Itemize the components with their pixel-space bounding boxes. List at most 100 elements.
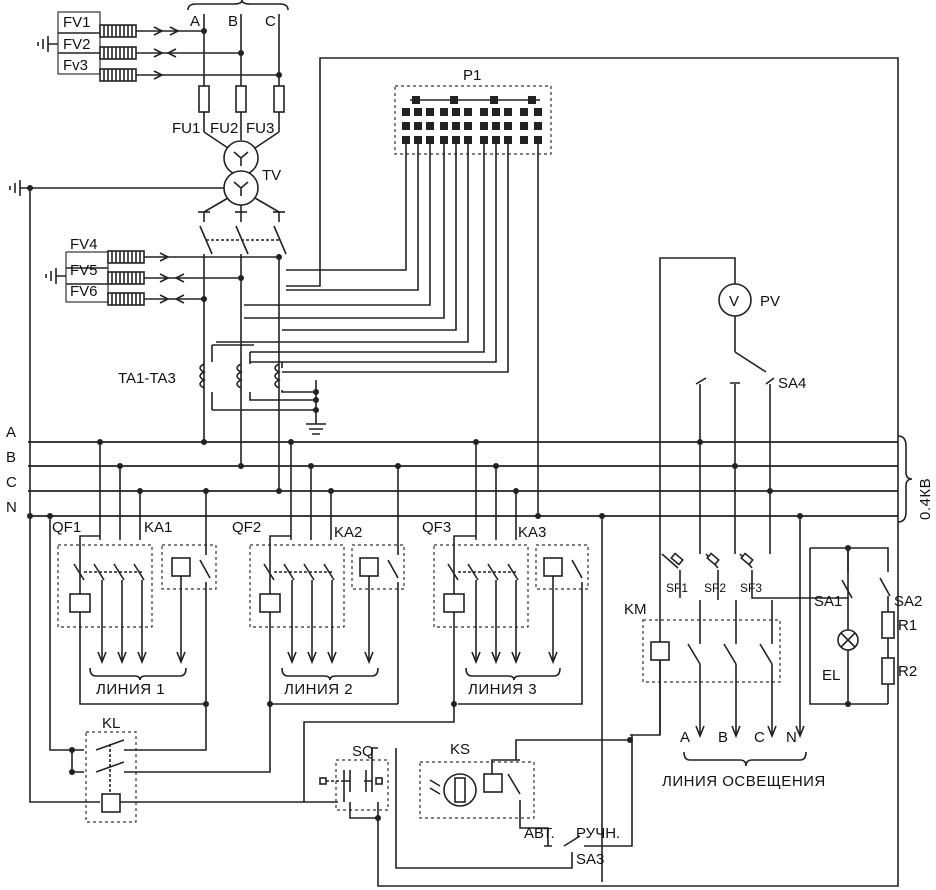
sa1-label: SA1	[814, 593, 842, 610]
surge-arresters-top	[37, 11, 282, 82]
pv-label: PV	[760, 293, 780, 310]
phase-a-top-label: A	[190, 13, 200, 30]
ka2-label: KA2	[334, 524, 362, 541]
sa3-label: SA3	[576, 851, 604, 868]
ground-fv-top	[37, 36, 58, 52]
fv2-label: FV2	[63, 36, 91, 53]
fuse-fu1	[198, 85, 210, 113]
bus-a-label: A	[6, 424, 16, 441]
r1-label: R1	[898, 617, 917, 634]
phase-c-top-label: C	[265, 13, 276, 30]
out-c-label: C	[754, 729, 765, 746]
ground-ta	[306, 423, 326, 435]
relay-ka1-enclosure	[161, 544, 217, 590]
ka3-label: KA3	[518, 524, 546, 541]
ks-label: KS	[450, 741, 470, 758]
surge-arresters-mid	[45, 250, 282, 306]
arrester-fv4	[107, 250, 279, 264]
tv-label: TV	[262, 167, 281, 184]
fuse-fu2	[235, 85, 247, 113]
qf3-label: QF3	[422, 519, 451, 536]
voltmeter-symbol: V	[729, 293, 739, 310]
resistor-r1	[881, 611, 895, 639]
relay-ka2-enclosure	[351, 544, 405, 590]
fv1-label: FV1	[63, 14, 91, 31]
lighting-line-label: ЛИНИЯ ОСВЕЩЕНИЯ	[662, 773, 826, 790]
bus-b-label: B	[6, 449, 16, 466]
qf2-trip-coil	[259, 593, 281, 613]
line3-label: ЛИНИЯ 3	[468, 681, 537, 698]
photo-relay-ks-enclosure	[419, 761, 535, 819]
fv5-label: FV5	[70, 262, 98, 279]
ka1-label: KA1	[144, 519, 172, 536]
qf3-trip-coil	[443, 593, 465, 613]
el-label: EL	[822, 667, 840, 684]
breaker-qf3-enclosure	[433, 544, 529, 628]
ground-fv-mid	[45, 268, 66, 284]
fu2-label: FU2	[210, 120, 238, 137]
current-transformers	[199, 344, 326, 435]
meter-p1-enclosure	[394, 85, 552, 155]
fu1-label: FU1	[172, 120, 200, 137]
km-coil	[650, 641, 670, 661]
switch-sq-enclosure	[335, 759, 389, 811]
switch-sq	[319, 747, 573, 869]
voltage-bracket	[897, 435, 913, 523]
lighting-section	[630, 513, 895, 767]
avt-label: АВТ.	[524, 825, 555, 842]
line1-label: ЛИНИЯ 1	[96, 681, 165, 698]
relay-ka3-enclosure	[535, 544, 589, 590]
photo-relay-ks	[419, 735, 633, 847]
qf2-label: QF2	[232, 519, 261, 536]
busbars	[28, 435, 913, 523]
relay-kl-enclosure	[85, 731, 137, 823]
sa4-label: SA4	[778, 375, 806, 392]
km-label: KM	[624, 601, 647, 618]
fu3-label: FU3	[246, 120, 274, 137]
sq-label: SQ	[352, 743, 374, 760]
arrester-fv2	[99, 46, 241, 60]
bus-c-label: C	[6, 474, 17, 491]
kl-coil	[101, 793, 121, 813]
outer-loop-top	[286, 57, 899, 887]
p1-label: P1	[463, 67, 481, 84]
arrester-fv5	[107, 271, 241, 285]
out-a-label: A	[680, 729, 690, 746]
bus-n-label: N	[6, 499, 17, 516]
sa2-label: SA2	[894, 593, 922, 610]
kl-label: KL	[102, 715, 120, 732]
sf2-label: SF2	[704, 581, 726, 595]
sf3-label: SF3	[740, 581, 762, 595]
fuse-fu3	[273, 85, 285, 113]
contactor-km-enclosure	[642, 619, 781, 683]
ground-tv	[9, 180, 30, 196]
voltmeter-section	[659, 257, 775, 735]
qf1-label: QF1	[52, 519, 81, 536]
ka2-coil	[359, 557, 379, 577]
out-b-label: B	[718, 729, 728, 746]
arrester-fv6	[107, 292, 204, 306]
ks-coil	[483, 773, 503, 793]
feeder-line-3	[303, 439, 605, 882]
breaker-qf2-enclosure	[249, 544, 345, 628]
sf1-label: SF1	[666, 581, 688, 595]
fv4-label: FV4	[70, 236, 98, 253]
hv-input-brace	[187, 0, 289, 11]
arrester-fv1	[99, 24, 204, 38]
ruchn-label: РУЧН.	[576, 825, 620, 842]
hv-input	[9, 0, 289, 519]
feeder-line-1	[57, 439, 217, 707]
voltage-label: 0.4КВ	[917, 478, 934, 520]
r2-label: R2	[898, 663, 917, 680]
breaker-qf1-enclosure	[57, 544, 153, 628]
out-n-label: N	[786, 729, 797, 746]
fv6-label: FV6	[70, 283, 98, 300]
ka3-coil	[543, 557, 563, 577]
meter-p1	[216, 85, 552, 519]
ka1-coil	[171, 557, 191, 577]
fv3-label: Fv3	[63, 57, 88, 74]
line2-label: ЛИНИЯ 2	[284, 681, 353, 698]
qf1-trip-coil	[69, 593, 91, 613]
feeder-line-2	[249, 439, 405, 707]
